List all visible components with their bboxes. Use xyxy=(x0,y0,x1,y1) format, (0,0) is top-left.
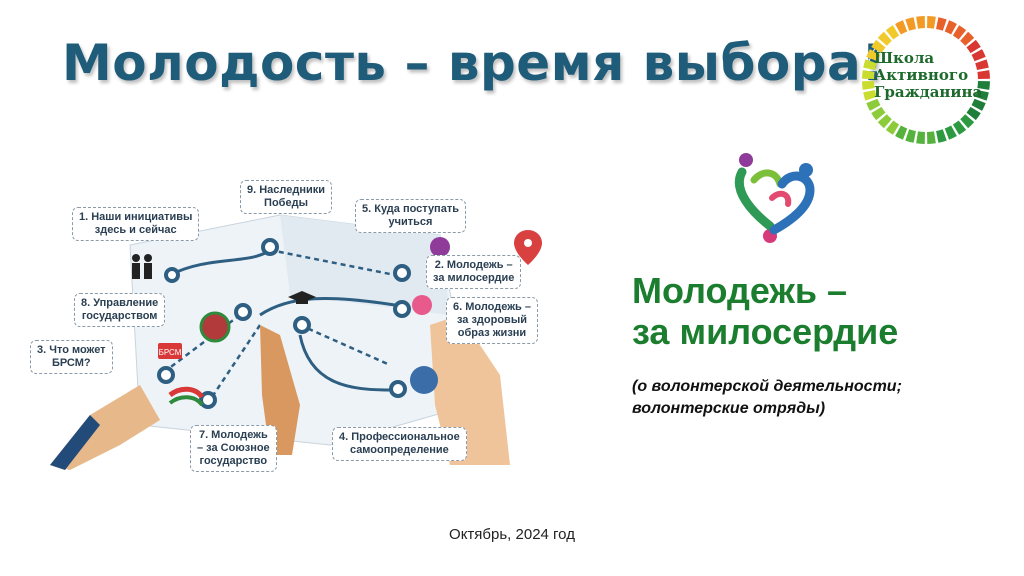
callout-2: 2. Молодежь –за милосердие xyxy=(426,255,522,289)
logo-ring-segment xyxy=(944,125,957,140)
health-heart-icon xyxy=(412,295,432,315)
logo-ring-segment xyxy=(975,59,989,70)
logo-ring-segment xyxy=(863,59,877,70)
logo-ring-segment xyxy=(871,106,886,121)
belarus-emblem-icon xyxy=(199,311,231,343)
logo-ring-segment xyxy=(952,120,967,135)
node-2 xyxy=(393,264,411,282)
logo-ring-segment xyxy=(936,17,947,31)
logo-ring-segment xyxy=(916,16,925,29)
school-logo: Школа Активного Гражданина xyxy=(856,10,996,150)
logo-ring-segment xyxy=(971,98,986,111)
node-3 xyxy=(157,366,175,384)
logo-ring-segment xyxy=(862,81,875,90)
logo-ring-segment xyxy=(866,98,881,111)
pointing-hand xyxy=(260,325,300,455)
graduation-cap-icon xyxy=(288,291,316,304)
logo-ring-segment xyxy=(885,120,900,135)
map-pin-icon xyxy=(514,230,542,265)
topic-subtitle-line-1: (о волонтерской деятельности; xyxy=(632,378,902,395)
logo-ring-segment xyxy=(916,131,925,144)
logo-ring-segment xyxy=(877,31,892,46)
logo-ring-segment xyxy=(944,20,957,35)
logo-ring-segment xyxy=(905,17,916,31)
logo-ring-segment xyxy=(927,131,936,144)
node-6 xyxy=(393,300,411,318)
map-fold xyxy=(280,215,450,315)
node-7 xyxy=(199,391,217,409)
logo-ring-segment xyxy=(866,49,881,62)
people-icon xyxy=(132,254,152,279)
logo-ring-segment xyxy=(927,16,936,29)
logo-ring-segment xyxy=(977,70,990,79)
map-graphic: БРСМ xyxy=(50,214,542,470)
node-1 xyxy=(164,267,180,283)
logo-ring-segment xyxy=(977,81,990,90)
logo-ring-segment xyxy=(862,70,875,79)
charity-icon xyxy=(430,237,450,257)
logo-ring-segments xyxy=(862,16,990,144)
logo-ring-segment xyxy=(952,25,967,40)
logo-ring-segment xyxy=(975,90,989,101)
logo-ring-segment xyxy=(905,129,916,143)
logo-ring-segment xyxy=(885,25,900,40)
topic-heading: Молодежь – за милосердие xyxy=(632,270,898,352)
slide-title: Молодость – время выбора! xyxy=(62,34,885,92)
logo-ring xyxy=(865,19,987,141)
logo-ring-segment xyxy=(966,106,981,121)
logo-ring-segment xyxy=(895,20,908,35)
logo-ring-segment xyxy=(871,39,886,54)
topic-heading-line-2: за милосердие xyxy=(632,311,899,352)
logo-ring-segment xyxy=(877,114,892,129)
node-9 xyxy=(261,238,279,256)
logo-ring-segment xyxy=(895,125,908,140)
logo-line-3: Гражданина xyxy=(874,83,983,101)
logo-ring-segment xyxy=(971,49,986,62)
logo-ring-segment xyxy=(960,114,975,129)
node-5 xyxy=(293,316,311,334)
brsm-badge-text: БРСМ xyxy=(159,348,182,357)
logo-line-1: Школа xyxy=(874,49,935,67)
logo-ring-segment xyxy=(863,90,877,101)
logo-ring-segment xyxy=(960,31,975,46)
logo-ring-segment xyxy=(966,39,981,54)
topic-subtitle: (о волонтерской деятельности; волонтерск… xyxy=(632,376,902,420)
logo-ring-segment xyxy=(936,129,947,143)
slide-date: Октябрь, 2024 год xyxy=(449,526,575,543)
topic-heading-line-1: Молодежь – xyxy=(632,270,848,311)
node-8 xyxy=(234,303,252,321)
brsm-badge xyxy=(158,343,182,359)
union-state-icon xyxy=(168,386,205,399)
logo-line-2: Активного xyxy=(874,66,969,84)
professions-icon xyxy=(410,366,438,394)
heart-people-icon xyxy=(734,153,815,243)
topic-subtitle-line-2: волонтерские отряды) xyxy=(632,400,826,417)
node-4 xyxy=(389,380,407,398)
